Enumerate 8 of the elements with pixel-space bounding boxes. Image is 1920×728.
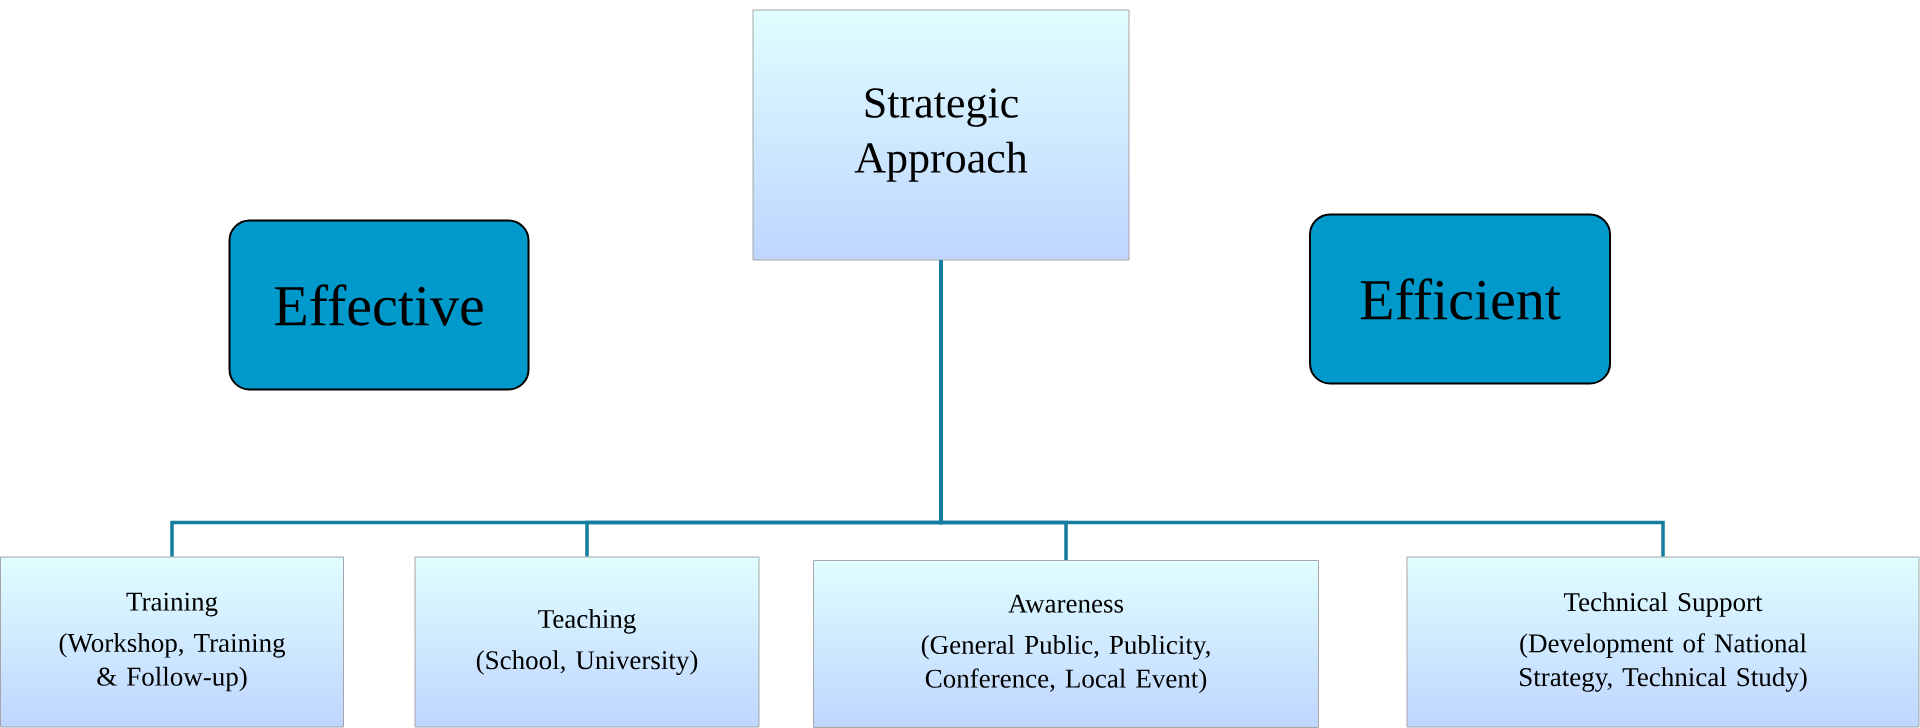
quality-box: Effective xyxy=(228,219,530,391)
category-box: Teaching (School, University) xyxy=(414,556,760,728)
strategy-box: Strategic Approach xyxy=(752,9,1130,261)
category-box: Awareness (General Public, Publicity, Conference, Local Event) xyxy=(813,560,1319,728)
category-box: Training (Workshop, Training & Follow-up) xyxy=(0,556,344,728)
connector-line xyxy=(939,260,1665,557)
category-box: Technical Support (Development of National Strategy, Technical Study) xyxy=(1406,556,1920,728)
quality-box: Efficient xyxy=(1309,213,1611,385)
